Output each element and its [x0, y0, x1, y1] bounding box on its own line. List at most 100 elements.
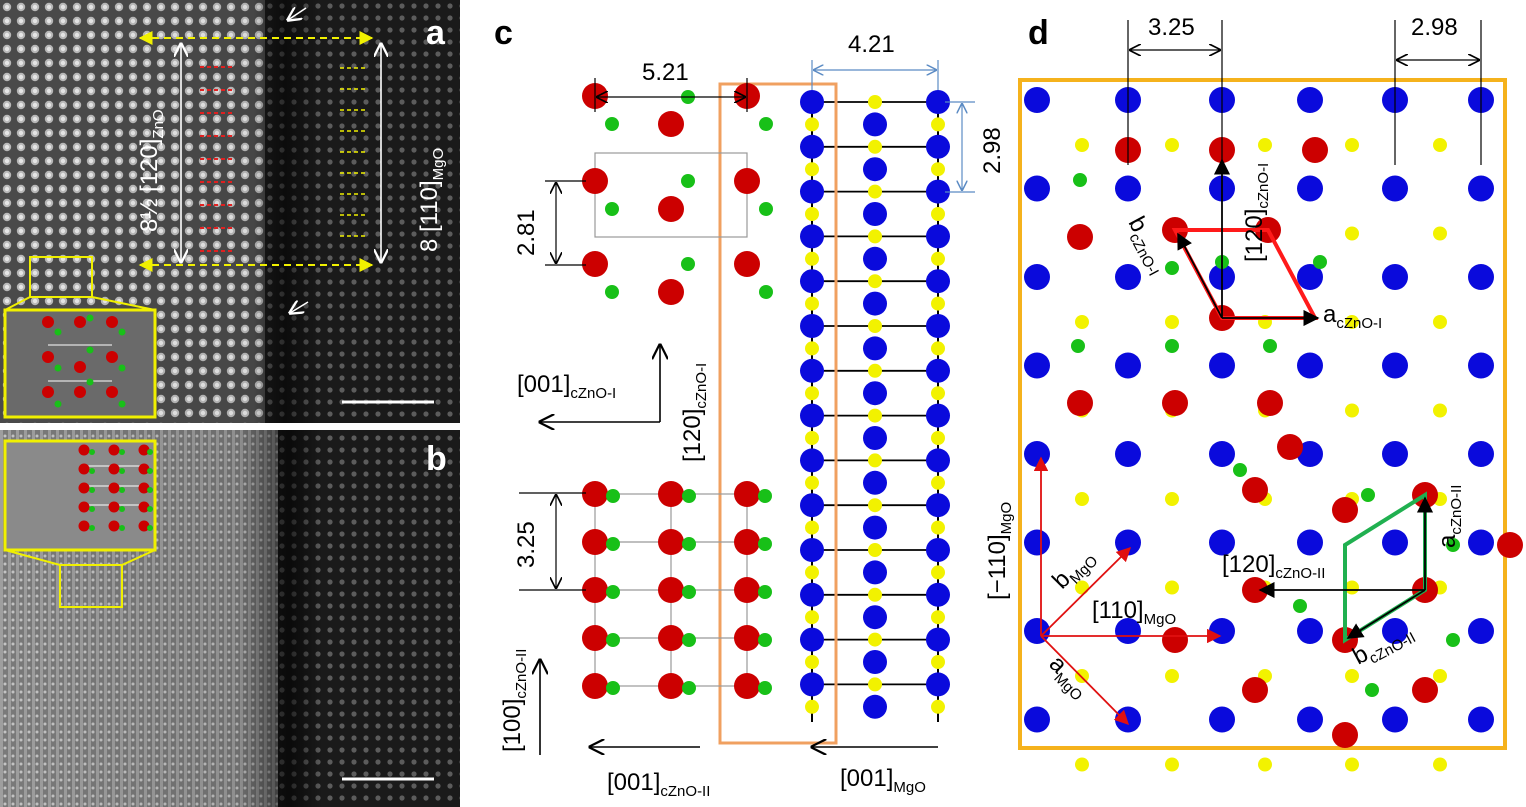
o-atom: [682, 489, 696, 503]
unit-cell-frame: [1018, 78, 1507, 750]
o-atom: [1365, 683, 1379, 697]
mg-atom: [863, 694, 887, 719]
axis-zno-i: [001]cZnO-I [120]cZnO-I: [517, 345, 710, 462]
mg-atom: [863, 560, 887, 585]
o-atom: [606, 489, 620, 503]
o-atom: [805, 655, 819, 669]
o-atom: [1433, 669, 1447, 683]
dim-3-25-c-label: 3.25: [513, 521, 540, 568]
zn-atom: [658, 625, 684, 651]
mg-atom: [800, 269, 824, 294]
o-atom: [868, 677, 882, 692]
dir-110-mgo: [110]MgO: [1092, 597, 1176, 628]
o-atom: [1345, 580, 1359, 595]
mg-atom: [1297, 441, 1323, 467]
panel-b: b: [0, 430, 460, 807]
mg-atom: [1115, 264, 1141, 290]
mgo-repeat-label: 8 [110]MgO: [416, 148, 447, 252]
dim-3-25-d-label: 3.25: [1148, 14, 1195, 41]
o-atom: [1258, 757, 1272, 772]
mg-atom: [1115, 529, 1141, 556]
zn-atom: [1277, 434, 1303, 460]
red-plane-markers: [200, 66, 234, 252]
o-atom: [1433, 226, 1447, 241]
dir-001-czno-i: [001]cZnO-I: [517, 371, 616, 402]
o-atom: [805, 162, 819, 177]
zn-atom: [582, 481, 608, 507]
mg-atom: [1024, 529, 1050, 556]
o-atom: [931, 699, 945, 714]
mg-atom: [800, 582, 824, 607]
mg-atom: [926, 672, 950, 697]
mg-atom: [800, 672, 824, 697]
dir-100-czno-ii: [100]cZnO-II: [499, 649, 530, 752]
mg-atom: [1024, 441, 1050, 467]
dim-2-98-d-label: 2.98: [1411, 14, 1458, 41]
panel-label-b: b: [426, 440, 447, 478]
mg-atom: [863, 426, 887, 450]
o-atom: [1345, 138, 1359, 152]
o-atom: [805, 386, 819, 401]
o-atom: [1345, 315, 1359, 329]
a-czno-ii-label: acZnO-II: [1434, 485, 1465, 548]
zn-atom: [734, 625, 760, 651]
mg-atom: [1382, 352, 1408, 379]
o-atom: [868, 363, 882, 378]
o-atom: [868, 184, 882, 199]
o-atom: [1433, 138, 1447, 152]
o-atom: [868, 408, 882, 423]
o-atom: [1075, 669, 1089, 683]
mg-atom: [1209, 529, 1235, 556]
o-atom: [931, 296, 945, 311]
mg-atom: [800, 538, 824, 562]
zn-atom: [1162, 390, 1188, 416]
o-atom: [1433, 315, 1447, 329]
o-atom: [1361, 488, 1375, 502]
mg-atom: [1382, 706, 1408, 733]
mg-atom: [1468, 352, 1494, 379]
mg-atom: [800, 358, 824, 383]
interface-arrow-top: [288, 8, 307, 20]
czno-i-cell: [120]cZnO-I bcZnO-I acZnO-I: [1123, 158, 1382, 332]
mg-atom: [863, 650, 887, 674]
mg-atom: [1024, 87, 1050, 113]
o-atom: [1073, 173, 1087, 187]
o-atom: [805, 296, 819, 311]
o-atom: [868, 229, 882, 244]
zn-atom: [1302, 137, 1328, 163]
mg-atom: [800, 493, 824, 518]
mg-atom: [1024, 352, 1050, 379]
o-atom: [682, 537, 696, 551]
dimension-2-98-d: 2.98: [1394, 14, 1482, 165]
mg-atom: [863, 470, 887, 495]
o-atom: [1165, 339, 1179, 353]
zn-atom: [1242, 677, 1268, 703]
zno-repeat-label: 8½ [120]ZnO: [136, 109, 167, 232]
mg-atom: [1297, 87, 1323, 113]
mg-atom: [1297, 175, 1323, 202]
mg-atom: [1468, 264, 1494, 290]
o-atom: [758, 633, 772, 647]
mg-atom: [863, 291, 887, 316]
zn-atom: [734, 481, 760, 507]
panel-label-a: a: [426, 14, 446, 52]
mg-atom: [926, 403, 950, 428]
dimension-5-21: 5.21: [594, 59, 748, 112]
mg-atom: [1382, 175, 1408, 202]
zn-atom: [658, 481, 684, 507]
zn-atom: [1162, 627, 1188, 653]
o-atom: [1165, 315, 1179, 329]
dimension-3-25-c: 3.25: [513, 492, 586, 591]
o-atom: [805, 117, 819, 132]
o-atom: [758, 585, 772, 599]
mg-atom: [1297, 706, 1323, 733]
mg-atom: [1115, 441, 1141, 467]
czno-i-block: [582, 83, 773, 305]
o-atom: [606, 537, 620, 551]
o-atom: [758, 489, 772, 503]
mg-atom: [1468, 529, 1494, 556]
o-atom: [868, 95, 882, 109]
mg-atom: [1115, 175, 1141, 202]
dimension-3-25-d: 3.25: [1127, 14, 1223, 165]
o-atom: [805, 475, 819, 490]
